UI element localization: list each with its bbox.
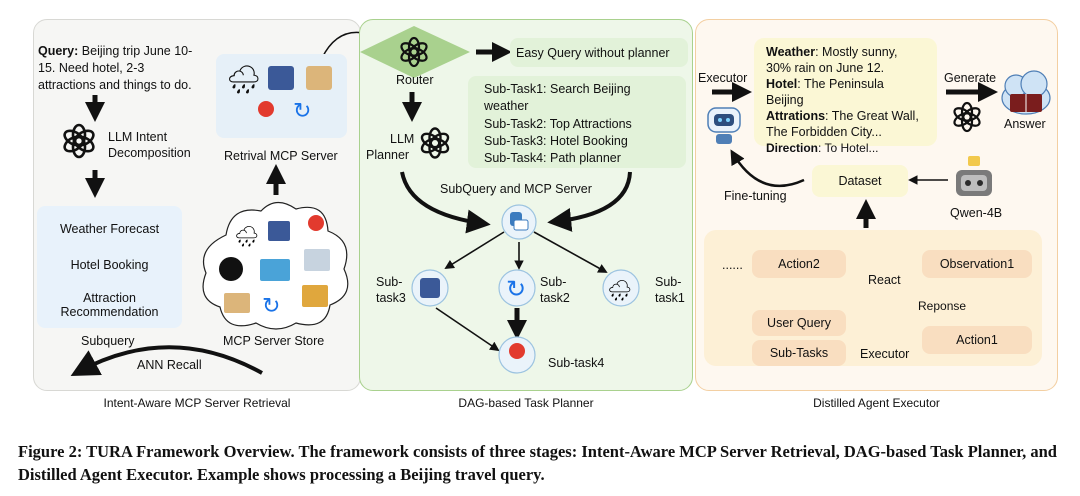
subquery-label: Subquery [81, 334, 135, 348]
executor-lower-label: Executor [860, 347, 910, 361]
panel2-graphics: ↻ 🌧 [360, 26, 640, 374]
subquery-hotel: Hotel Booking [70, 258, 149, 272]
arrow-hub-task1 [533, 231, 608, 273]
route-icon: ↻ [293, 98, 312, 123]
observation1-box [922, 250, 1032, 278]
answer-label: Answer [1004, 117, 1046, 131]
cloud-rain-icon: 🌧 [226, 64, 262, 95]
action2-box [752, 250, 846, 278]
svg-text:↻: ↻ [506, 276, 526, 303]
svg-text:🌧: 🌧 [607, 280, 632, 302]
task4-label: Sub-task4 [548, 356, 605, 370]
router-diamond [360, 26, 470, 78]
dataset-label: Dataset [838, 174, 882, 188]
subtask-1: Sub-Task1: Search Beijing [484, 82, 631, 96]
intent-label: LLM Intent [108, 130, 168, 144]
figure-caption: Figure 2: TURA Framework Overview. The f… [18, 442, 1057, 484]
task3-label-2: task3 [376, 291, 406, 305]
result-weather: Weather: Mostly sunny, [766, 45, 898, 59]
panel1-arrows [70, 27, 372, 377]
sub-tasks-box [752, 340, 846, 366]
svg-text:↻: ↻ [262, 293, 280, 318]
query-text-line2: 15. Need hotel, 2-3 [38, 61, 145, 75]
action1-box [922, 326, 1032, 354]
finetune-arc [730, 149, 805, 188]
planner-label-2: Planner [366, 148, 410, 162]
dots-label: ...... [722, 258, 743, 272]
task2-label-2: task2 [540, 291, 570, 305]
action2-label: Action2 [778, 257, 820, 271]
query-text-line3: attractions and things to do. [38, 78, 192, 92]
task1-node [602, 269, 640, 307]
subtask-4: Sub-Task4: Path planner [484, 151, 621, 165]
result-hotel: Hotel: The Peninsula [766, 77, 884, 91]
subtask-1b: weather [484, 99, 529, 113]
observation1-label: Observation1 [939, 257, 1015, 271]
ann-recall-arc [70, 345, 263, 377]
subquery-recommendation: Recommendation [60, 305, 159, 319]
qwen-icon [956, 156, 992, 196]
subtask-3: Sub-Task3: Hotel Booking [484, 134, 628, 148]
server-store-cloud: 🌧 ↻ [202, 201, 349, 330]
map-pin-icon [258, 101, 274, 117]
subquery-weather: Weather Forecast [59, 222, 160, 236]
subquery-server-label: SubQuery and MCP Server [440, 182, 592, 196]
user-query-label: User Query [767, 316, 831, 330]
arrow-hub-task3 [444, 231, 505, 270]
openai-icon [63, 123, 95, 159]
easy-query-box [510, 38, 688, 67]
executor-label: Executor [698, 71, 748, 85]
planner-curve-left [400, 171, 491, 234]
action1-label: Action1 [956, 333, 998, 347]
result-hotel-2: Beijing [766, 93, 804, 107]
booking-icon [268, 66, 294, 90]
task1-label-2: task1 [655, 291, 685, 305]
task1-label: Sub- [655, 275, 682, 289]
finetune-label: Fine-tuning [724, 189, 787, 203]
dataset-box [812, 165, 908, 197]
result-attractions: Attrations: The Great Wall, [766, 109, 919, 123]
svg-text:🌧: 🌧 [234, 226, 259, 248]
subquery-box [37, 206, 182, 328]
stage-planner-label: DAG-based Task Planner [458, 396, 594, 410]
retrieval-server-label: Retrival MCP Server [224, 149, 338, 163]
planner-label: LLM [390, 132, 415, 146]
subtask-list-box [468, 76, 686, 168]
intent-label-2: Decomposition [108, 146, 191, 160]
react-label: React [868, 273, 901, 287]
server-store-label: MCP Server Store [223, 334, 325, 348]
subtask-2: Sub-Task2: Top Attractions [484, 117, 632, 131]
arrow-task3-task4 [435, 307, 500, 352]
easy-query-label: Easy Query without planner [516, 46, 670, 60]
stage-retrieval-label: Intent-Aware MCP Server Retrieval [103, 396, 291, 410]
ann-recall-label: ANN Recall [137, 358, 202, 372]
planner-curve-right [547, 171, 632, 232]
sub-tasks-label: Sub-Tasks [769, 346, 829, 360]
qwen-label: Qwen-4B [950, 206, 1003, 220]
query-text: Query: Beijing trip June 10- [38, 44, 193, 58]
robot-icon [707, 107, 741, 144]
result-weather-2: 30% rain on June 12. [766, 61, 885, 75]
answer-icon [1001, 70, 1051, 115]
router-label: Router [396, 73, 434, 87]
stage-executor-label: Distilled Agent Executor [813, 396, 940, 410]
task3-label: Sub- [376, 275, 403, 289]
subquery-attraction: Attraction [83, 291, 136, 305]
result-attractions-2: The Forbidden City... [766, 125, 882, 139]
task2-label: Sub- [540, 275, 567, 289]
generate-label: Generate [944, 71, 997, 85]
task2-node [498, 269, 536, 307]
reponse-label: Reponse [918, 299, 967, 313]
result-direction: Direction: To Hotel... [766, 141, 879, 155]
attraction-icon [306, 66, 332, 90]
user-query-box [752, 310, 846, 336]
result-box [754, 38, 937, 146]
